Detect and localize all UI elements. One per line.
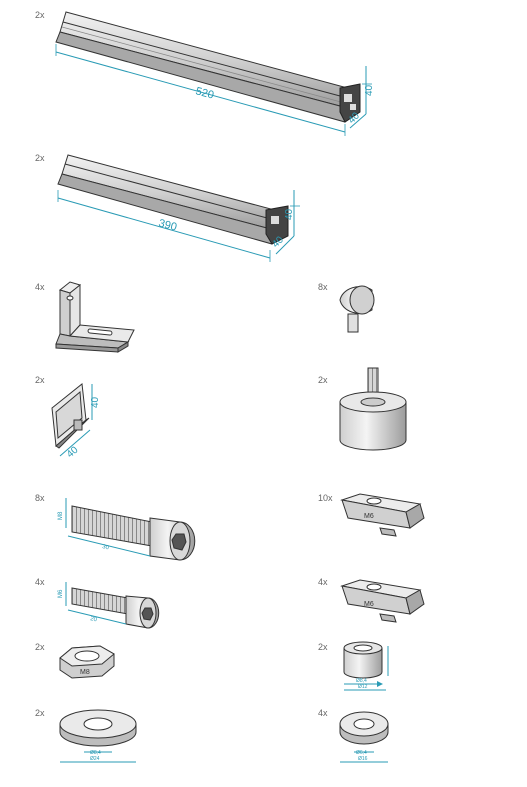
dim-endcap-width: 40 [65, 444, 81, 460]
qty-profile-390: 2x [35, 153, 45, 163]
qty-profile-520: 2x [35, 10, 45, 20]
dim-washer-small-inner: Ø6,4 [356, 750, 367, 756]
qty-spacer: 2x [318, 642, 328, 652]
qty-t-nut-round: 8x [318, 282, 328, 292]
dim-height-390: 40 [284, 208, 295, 220]
angle-bracket [55, 281, 135, 353]
dim-bolt8-dia: M8 [58, 511, 64, 520]
dim-washer-small-outer: Ø16 [358, 756, 368, 762]
slot-nut-10-label: M6 [364, 513, 374, 520]
dim-bolt6-length: 20 [90, 616, 98, 623]
qty-leveling-foot: 2x [318, 375, 328, 385]
qty-washer-large: 2x [35, 708, 45, 718]
bolt-m8x30 [65, 498, 196, 561]
dim-bolt8-length: 30 [102, 544, 110, 551]
washer-large [59, 709, 137, 763]
profile-520 [55, 11, 372, 136]
end-cap [51, 383, 93, 457]
bolt-m6x20 [65, 582, 160, 629]
qty-bolt-m8x30: 8x [35, 493, 45, 503]
spacer [343, 641, 389, 691]
qty-hex-nut: 2x [35, 642, 45, 652]
slot-nut-4-label: M6 [364, 601, 374, 608]
qty-slot-nut-10: 10x [318, 493, 333, 503]
hex-nut-label: M8 [80, 669, 90, 676]
slot-nut-10 [340, 493, 425, 537]
dim-spacer-outer: Ø12 [358, 684, 368, 690]
dim-length-390: 390 [157, 217, 178, 233]
qty-angle-bracket: 4x [35, 282, 45, 292]
dim-washer-large-outer: Ø24 [90, 756, 100, 762]
dim-spacer-inner: Ø8,4 [356, 678, 367, 684]
washer-small [339, 711, 389, 763]
dim-length-520: 520 [194, 85, 215, 101]
slot-nut-4 [340, 579, 425, 623]
dim-endcap-height: 40 [90, 396, 101, 408]
qty-washer-small: 4x [318, 708, 328, 718]
dim-height-520: 40 [364, 84, 375, 96]
dim-washer-large-inner: Ø8,4 [90, 750, 101, 756]
hex-nut [59, 645, 115, 679]
t-nut-round [339, 285, 375, 333]
leveling-foot [339, 367, 407, 451]
qty-end-cap: 2x [35, 375, 45, 385]
profile-390 [57, 154, 300, 262]
qty-slot-nut-4: 4x [318, 577, 328, 587]
dim-bolt6-dia: M6 [58, 589, 64, 598]
qty-bolt-m6x20: 4x [35, 577, 45, 587]
